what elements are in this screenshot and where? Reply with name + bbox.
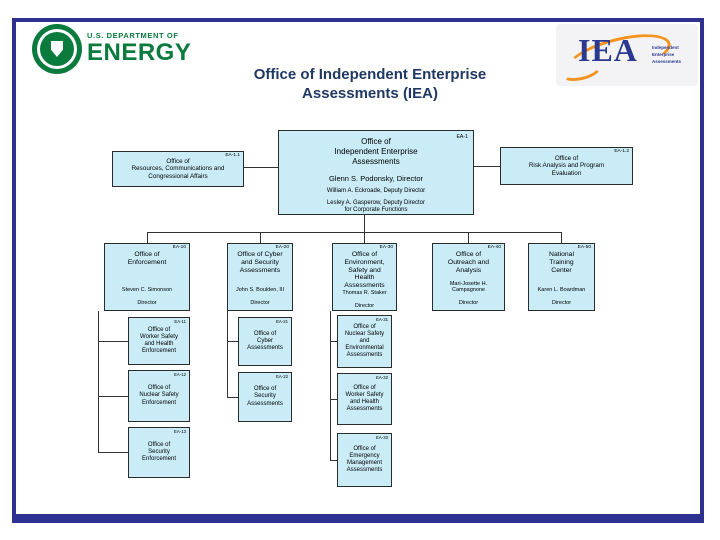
director-name: Thomas R. Staker bbox=[342, 290, 387, 297]
doe-shield-icon bbox=[51, 41, 63, 57]
org-code-label: EA-32 bbox=[376, 375, 388, 380]
deputy-director-name: William A. Eckroade, Deputy Director bbox=[326, 188, 426, 194]
office-title: Office of Independent Enterprise Assessm… bbox=[334, 137, 418, 166]
office-title: Office of Nuclear Safety and Environment… bbox=[344, 323, 385, 359]
deputy-director-name: Lesley A. Gasperow, Deputy Director for … bbox=[326, 200, 426, 214]
org-box-ea40: EA-40 Office of Outreach and Analysis Ma… bbox=[432, 243, 505, 311]
org-code-label: EA-12 bbox=[174, 372, 186, 377]
org-code-label: EA-22 bbox=[276, 374, 288, 379]
connector-line bbox=[227, 397, 238, 398]
connector-line bbox=[227, 311, 228, 398]
page-title: Office of Independent Enterprise Assessm… bbox=[253, 66, 487, 102]
connector-line bbox=[147, 232, 148, 243]
org-code-label: EA-13 bbox=[174, 429, 186, 434]
org-box-ea1-1: EA-1.1 Office of Resources, Communicatio… bbox=[112, 151, 244, 187]
director-name: Glenn S. Podonsky, Director bbox=[328, 174, 424, 183]
connector-line bbox=[98, 396, 128, 397]
org-box-ea21: EA-21 Office of Cyber Assessments bbox=[238, 317, 292, 366]
slide-border bbox=[12, 18, 704, 523]
org-box-ea10: EA-10 Office of Enforcement Steven C. Si… bbox=[104, 243, 190, 311]
iea-logo-tagline: Independent Enterprise Assessments bbox=[652, 45, 682, 65]
connector-line bbox=[468, 232, 469, 243]
connector-line bbox=[244, 167, 278, 168]
org-code-label: EA-31 bbox=[376, 317, 388, 322]
org-box-ea50: EA-50 National Training Center Karen L. … bbox=[528, 243, 595, 311]
office-title: Office of Security Enforcement bbox=[141, 441, 177, 463]
org-box-ea12: EA-12 Office of Nuclear Safety Enforceme… bbox=[128, 370, 190, 422]
connector-line bbox=[474, 166, 500, 167]
office-title: Office of Outreach and Analysis bbox=[447, 251, 490, 274]
connector-line bbox=[364, 215, 365, 232]
org-code-label: EA-1.1 bbox=[225, 153, 240, 158]
connector-line bbox=[147, 232, 562, 233]
org-code-label: EA-40 bbox=[487, 245, 501, 250]
office-title: Office of Risk Analysis and Program Eval… bbox=[528, 154, 605, 177]
org-code-label: EA-1.2 bbox=[614, 149, 629, 154]
org-box-ea31: EA-31 Office of Nuclear Safety and Envir… bbox=[337, 315, 392, 368]
director-role: Director bbox=[354, 303, 375, 310]
director-name: Steven C. Simonson bbox=[121, 287, 173, 294]
connector-line bbox=[98, 341, 128, 342]
iea-logo: IEA bbox=[578, 32, 638, 68]
director-role: Director bbox=[137, 300, 157, 307]
doe-wordmark: U.S. DEPARTMENT OF ENERGY bbox=[87, 31, 191, 65]
director-role: Director bbox=[551, 300, 572, 307]
org-code-label: EA-1 bbox=[456, 134, 468, 140]
org-box-ea22: EA-22 Office of Security Assessments bbox=[238, 372, 292, 422]
office-title: Office of Resources, Communications and … bbox=[131, 157, 225, 180]
director-name: Mari-Josette H. Campagnone bbox=[449, 280, 488, 294]
office-title: Office of Enforcement bbox=[127, 251, 167, 266]
connector-line bbox=[561, 232, 562, 243]
office-title: Office of Emergency Management Assessmen… bbox=[346, 445, 383, 474]
office-title: National Training Center bbox=[549, 251, 574, 274]
org-box-ea20: EA-20 Office of Cyber and Security Asses… bbox=[227, 243, 293, 311]
org-code-label: EA-11 bbox=[174, 319, 186, 324]
iea-logo-plate bbox=[556, 24, 698, 86]
director-role: Director bbox=[458, 300, 479, 307]
office-title: Office of Cyber and Security Assessments bbox=[237, 251, 283, 274]
connector-line bbox=[330, 460, 337, 461]
org-box-ea32: EA-32 Office of Worker Safety and Health… bbox=[337, 373, 392, 425]
org-code-label: EA-30 bbox=[379, 245, 393, 250]
doe-seal-icon bbox=[32, 24, 82, 74]
org-box-ea30: EA-30 Office of Environment, Safety and … bbox=[332, 243, 397, 311]
director-role: Director bbox=[250, 300, 270, 307]
org-code-label: EA-21 bbox=[276, 319, 288, 324]
connector-line bbox=[260, 232, 261, 243]
org-code-label: EA-50 bbox=[577, 245, 591, 250]
connector-line bbox=[98, 452, 128, 453]
office-title: Office of Cyber Assessments bbox=[247, 330, 283, 352]
office-title: Office of Environment, Safety and Health… bbox=[344, 251, 385, 290]
org-box-ea13: EA-13 Office of Security Enforcement bbox=[128, 427, 190, 478]
org-box-ea1-2: EA-1.2 Office of Risk Analysis and Progr… bbox=[500, 147, 633, 185]
connector-line bbox=[227, 341, 238, 342]
connector-line bbox=[364, 232, 365, 243]
director-name: Karen L. Boardman bbox=[537, 287, 586, 294]
connector-line bbox=[330, 399, 337, 400]
doe-energy-label: ENERGY bbox=[87, 39, 192, 66]
org-box-ea11: EA-11 Office of Worker Safety and Health… bbox=[128, 317, 190, 365]
connector-line bbox=[330, 311, 331, 461]
org-code-label: EA-20 bbox=[275, 245, 289, 250]
office-title: Office of Worker Safety and Health Enfor… bbox=[140, 326, 178, 355]
connector-line bbox=[98, 311, 99, 453]
office-title: Office of Nuclear Safety Enforcement bbox=[139, 385, 179, 406]
connector-line bbox=[330, 341, 337, 342]
office-title: Office of Security Assessments bbox=[247, 386, 283, 407]
org-box-ea1: EA-1 Office of Independent Enterprise As… bbox=[278, 130, 474, 215]
org-box-ea33: EA-33 Office of Emergency Management Ass… bbox=[337, 433, 392, 487]
director-name: John S. Boulden, III bbox=[235, 287, 284, 294]
org-code-label: EA-33 bbox=[376, 435, 388, 440]
org-code-label: EA-10 bbox=[172, 245, 186, 250]
doe-department-label: U.S. DEPARTMENT OF bbox=[87, 31, 179, 40]
office-title: Office of Worker Safety and Health Asses… bbox=[345, 384, 384, 413]
